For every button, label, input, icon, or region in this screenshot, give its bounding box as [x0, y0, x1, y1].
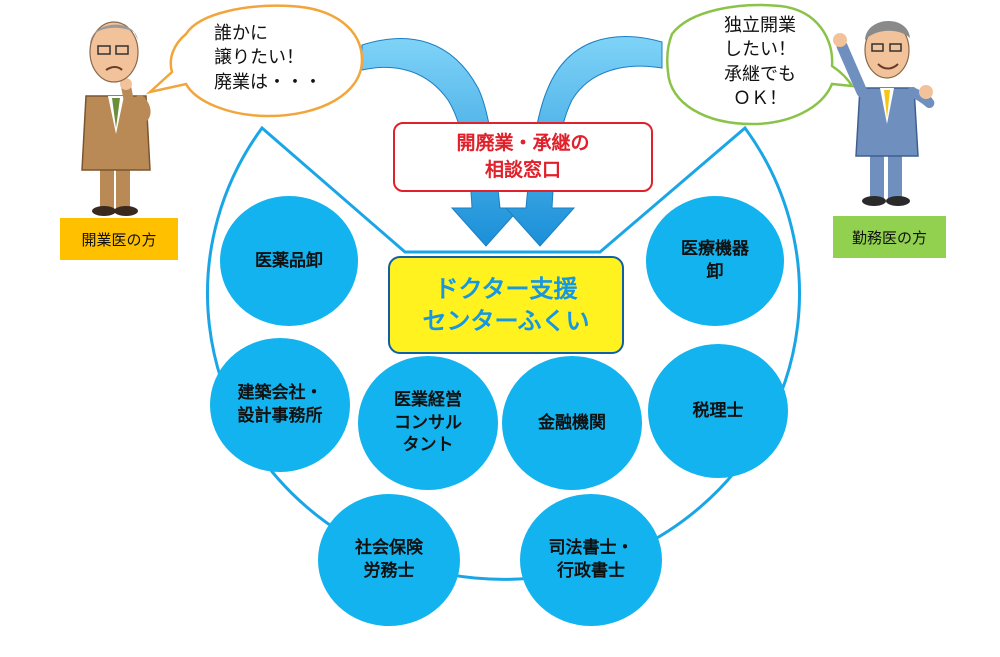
- partner-label: 社会保険 労務士: [355, 538, 423, 581]
- left-speech-text: 誰かに 譲りたい！ 廃業は・・・: [214, 23, 322, 93]
- right-person-label: 勤務医の方: [851, 228, 927, 247]
- left-label-bg: [60, 218, 178, 260]
- partner-label: 建築会社・ 設計事務所: [237, 383, 323, 426]
- left-person-label: 開業医の方: [81, 230, 157, 249]
- partner-circle-finance: 金融機関: [502, 356, 642, 490]
- partner-circle-pharma-wholesale: 医薬品卸: [220, 196, 358, 326]
- right-doctor-illustration: [833, 20, 935, 206]
- right-speech-bubble: [665, 3, 855, 126]
- center-box: ドクター支援 センターふくい: [388, 256, 624, 354]
- partner-circle-construction: 建築会社・ 設計事務所: [210, 338, 350, 472]
- partner-circle-scrivener: 司法書士・ 行政書士: [520, 494, 662, 626]
- right-speech-text: 独立開業 したい！ 承継でも ＯＫ！: [724, 15, 796, 109]
- left-doctor-illustration: [81, 21, 151, 216]
- left-speech-bubble: [145, 4, 364, 118]
- partner-label: 税理士: [692, 400, 744, 421]
- partner-circle-consultant: 医業経営 コンサル タント: [358, 356, 498, 490]
- consultation-box: 開廃業・承継の 相談窓口: [393, 122, 653, 192]
- partner-label: 医薬品卸: [255, 250, 323, 271]
- consultation-box-text: 開廃業・承継の 相談窓口: [456, 132, 590, 181]
- center-box-text: ドクター支援 センターふくい: [422, 274, 590, 335]
- partner-circle-tax-accountant: 税理士: [648, 344, 788, 478]
- right-flow-arrow: [504, 36, 663, 247]
- partner-label: 司法書士・ 行政書士: [548, 538, 634, 581]
- partner-circle-medical-device: 医療機器 卸: [646, 196, 784, 326]
- partner-label: 医療機器 卸: [681, 239, 749, 282]
- right-label-bg: [833, 216, 946, 258]
- partner-label: 金融機関: [538, 412, 606, 433]
- partner-label: 医業経営 コンサル タント: [394, 389, 462, 456]
- partner-circle-labor-consultant: 社会保険 労務士: [318, 494, 460, 626]
